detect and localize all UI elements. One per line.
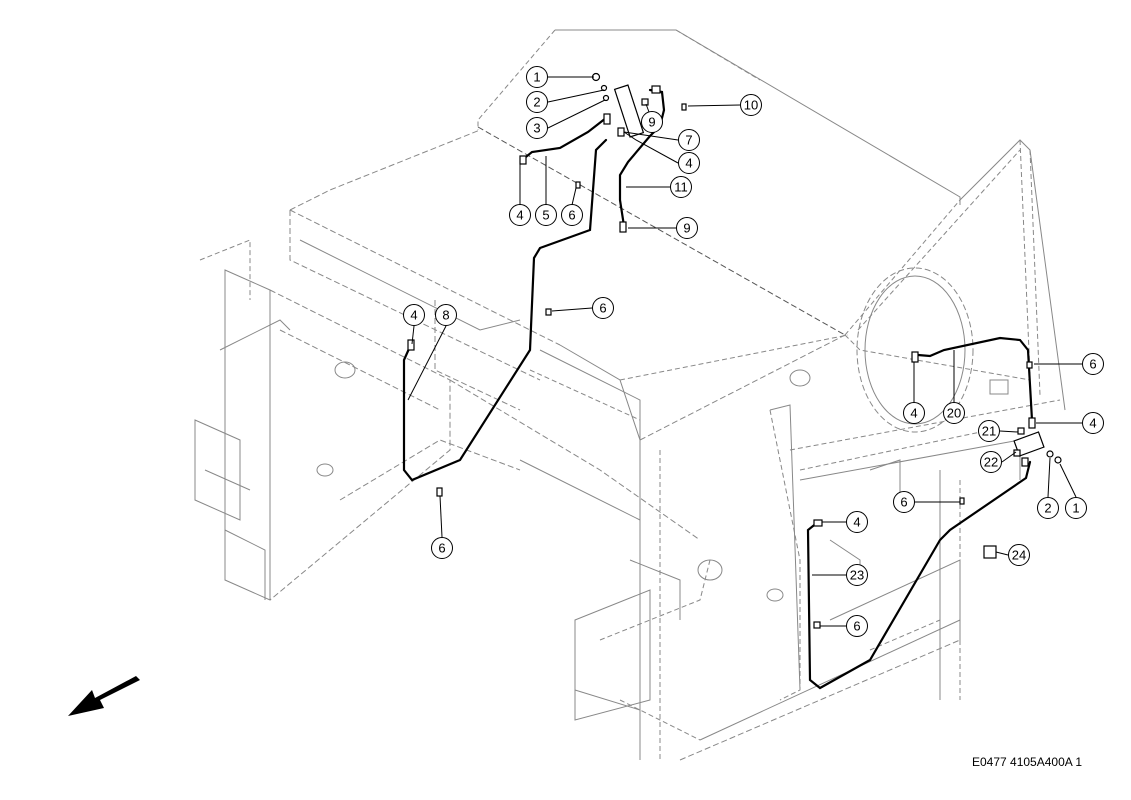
svg-text:4: 4 <box>410 308 417 323</box>
svg-text:11: 11 <box>674 180 688 195</box>
svg-text:23: 23 <box>850 568 864 583</box>
line-20 <box>916 336 1034 422</box>
callout-6: 6 <box>592 297 614 319</box>
callout-11: 11 <box>670 176 692 198</box>
svg-text:2: 2 <box>1044 501 1051 516</box>
valve-block <box>1013 431 1045 457</box>
svg-text:8: 8 <box>442 308 449 323</box>
svg-text:24: 24 <box>1012 548 1026 563</box>
callout-22: 22 <box>980 451 1002 473</box>
callout-9: 9 <box>676 217 698 239</box>
callout-6: 6 <box>561 204 583 226</box>
callout-4: 4 <box>1082 412 1104 434</box>
svg-text:6: 6 <box>900 495 907 510</box>
callout-21: 21 <box>978 420 1000 442</box>
bracket-block <box>613 84 645 138</box>
callout-6: 6 <box>893 491 915 513</box>
svg-text:6: 6 <box>1089 357 1096 372</box>
callout-24: 24 <box>1008 544 1030 566</box>
callout-1: 1 <box>1065 497 1087 519</box>
callout-2: 2 <box>526 91 548 113</box>
callout-20: 20 <box>943 402 965 424</box>
svg-text:6: 6 <box>853 619 860 634</box>
svg-text:21: 21 <box>982 424 996 439</box>
svg-text:22: 22 <box>984 455 998 470</box>
svg-text:10: 10 <box>744 98 758 113</box>
svg-text:2: 2 <box>533 95 540 110</box>
callouts: 1 2 3 4 5 6 9 10 7 4 11 9 6 4 8 6 6 4 20… <box>403 66 1104 637</box>
svg-text:6: 6 <box>438 541 445 556</box>
svg-text:7: 7 <box>685 133 692 148</box>
svg-text:20: 20 <box>947 406 961 421</box>
svg-text:3: 3 <box>533 121 540 136</box>
line-8 <box>402 138 608 482</box>
fittings <box>407 72 1062 629</box>
callout-4: 4 <box>903 402 925 424</box>
svg-text:1: 1 <box>1072 501 1079 516</box>
figure-code: E0477 4105A400A 1 <box>972 755 1083 769</box>
callout-4: 4 <box>678 152 700 174</box>
svg-text:5: 5 <box>542 208 549 223</box>
callout-10: 10 <box>740 94 762 116</box>
callout-2: 2 <box>1037 497 1059 519</box>
leader-lines <box>407 76 1082 627</box>
svg-text:4: 4 <box>516 208 523 223</box>
callout-23: 23 <box>846 564 868 586</box>
svg-text:6: 6 <box>568 208 575 223</box>
callout-4: 4 <box>509 204 531 226</box>
callout-4: 4 <box>846 511 868 533</box>
direction-arrow-icon <box>68 676 140 716</box>
svg-text:4: 4 <box>685 156 692 171</box>
svg-text:4: 4 <box>910 406 917 421</box>
callout-4: 4 <box>403 304 425 326</box>
line-5 <box>520 116 608 162</box>
callout-3: 3 <box>526 117 548 139</box>
svg-text:4: 4 <box>853 515 860 530</box>
svg-text:1: 1 <box>533 70 540 85</box>
frame-structure <box>194 29 1066 761</box>
svg-text:6: 6 <box>599 301 606 316</box>
svg-text:9: 9 <box>648 115 655 130</box>
svg-text:4: 4 <box>1089 416 1096 431</box>
callout-6: 6 <box>431 537 453 559</box>
svg-text:9: 9 <box>683 221 690 236</box>
callout-1: 1 <box>526 66 548 88</box>
callout-6: 6 <box>846 615 868 637</box>
callout-9: 9 <box>641 111 663 133</box>
callout-8: 8 <box>435 304 457 326</box>
line-23 <box>806 460 1032 690</box>
part-24-clip <box>983 545 997 559</box>
hydraulic-lines <box>402 88 1034 690</box>
callout-6: 6 <box>1082 353 1104 375</box>
callout-5: 5 <box>535 204 557 226</box>
callout-7: 7 <box>678 129 700 151</box>
